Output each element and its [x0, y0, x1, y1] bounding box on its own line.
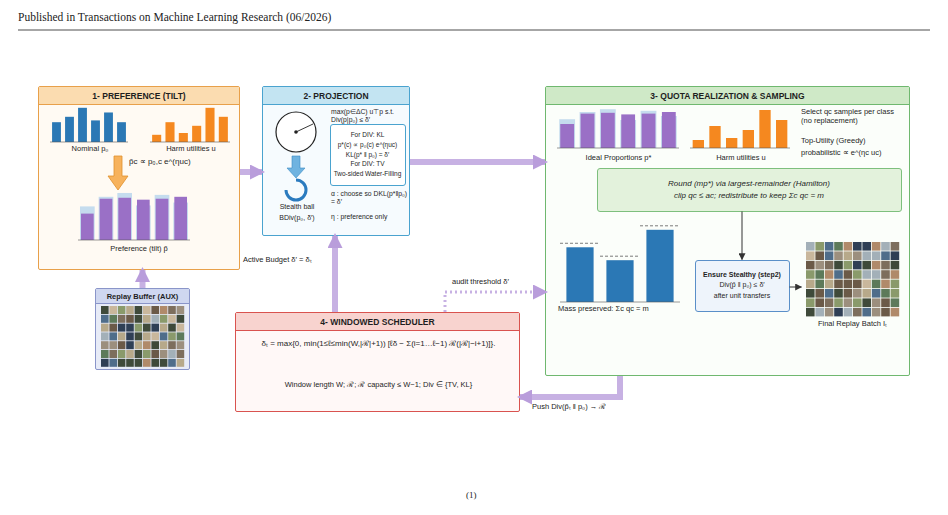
node-text: KL(p* ‖ p₀) = δ′	[346, 151, 389, 159]
stage-panel: Round (mp*) via largest-remainder (Hamil…	[545, 86, 910, 376]
node-text: Ideal Proportions p*	[556, 154, 681, 163]
connector-label: audit threshold δ′	[452, 278, 542, 287]
node-text: clip qc ≤ ac; redistribute to keep Σc qc…	[674, 191, 824, 200]
panel-heading: 2- PROJECTION	[263, 87, 409, 105]
node-text: Ensure Stealthy (step2)	[703, 271, 781, 279]
node-text: Top-Utility (Greedy)	[801, 137, 906, 146]
check-box: Ensure Stealthy (step2) Div(p̄ ‖ p₀) ≤ δ′…	[695, 260, 790, 312]
flow-connector	[240, 169, 262, 175]
flow-connector	[445, 292, 545, 312]
node-text: Stealth ball	[263, 203, 331, 211]
flow-connector	[332, 236, 338, 312]
node-text: after unit transfers	[714, 292, 770, 300]
stage-panel: 1- PREFERENCE (TILT) Nominal p₀ Harm utili…	[38, 86, 240, 270]
buffer-box: Replay Buffer (AUX)	[95, 288, 190, 370]
node-text: Round (mp*) via largest-remainder (Hamil…	[668, 179, 830, 188]
node-text: p*(c) ∝ p₀(c) e^(ηuc)	[338, 141, 398, 149]
node-text: probabilistic ∝ e^(ηc uc)	[801, 149, 906, 158]
node-text: p*	[299, 117, 319, 126]
flow-connector	[410, 159, 545, 165]
node-text: Window length W; ℛ; ℛ capacity ≤ W−1; Di…	[244, 381, 513, 390]
node-text: Preference (tilt) p̃	[69, 245, 209, 254]
node-text: Final Replay Batch Iₜ	[818, 320, 887, 329]
running-header: Published in Transactions on Machine Lea…	[18, 11, 331, 23]
node-text: Select qc samples per class (no replacem…	[801, 108, 906, 126]
node-text: Harm utilities u	[691, 154, 791, 163]
stage-panel: For DIV: KL p*(c) ∝ p₀(c) e^(ηuc) KL(p* ‖ …	[262, 86, 410, 236]
node-text: Div(p̄ ‖ p₀) ≤ δ′	[719, 281, 764, 289]
node-text: Nominal p₀	[47, 145, 133, 154]
node-text: BDiv(p₀, δ′)	[263, 214, 331, 222]
node-text: For DIV: TV	[351, 160, 385, 168]
node-text: p̃c ∝ p₀,c e^(ηuc)	[129, 157, 239, 166]
node-text: η : preference only	[331, 213, 409, 221]
node-text: For DIV: KL	[351, 131, 385, 139]
node-text: Mass preserved: Σc qc = m	[558, 305, 698, 314]
equation-number: (1)	[466, 490, 477, 500]
header-rule	[18, 30, 930, 31]
rounding-box: Round (mp*) via largest-remainder (Hamil…	[597, 168, 902, 212]
connector-label: Active Budget δ′ = δₜ	[243, 256, 331, 265]
flow-connector	[520, 376, 620, 397]
connector-label: Push Div(p̃ₜ ‖ p₀) → ℛ	[532, 403, 652, 412]
node-text: Harm utilities u	[147, 145, 235, 154]
panel-heading: 1- PREFERENCE (TILT)	[39, 87, 239, 105]
flow-connector	[140, 270, 146, 288]
stage-panel: 4- WINDOWED SCHEDULER δₜ = max{0, min(1≤ℓ…	[235, 312, 520, 412]
panel-heading: 4- WINDOWED SCHEDULER	[236, 313, 519, 331]
panel-heading: 3- QUOTA REALIZATION & SAMPLING	[546, 87, 909, 105]
node-text: max(p∈ΔC) u⊤p s.t. Div(p|p₀) ≤ δ′	[331, 108, 409, 124]
node-text: δₜ = max{0, min(1≤ℓ≤min(W,|ℛ|+1)) [ℓδ − …	[244, 339, 513, 348]
image-box: Final Replay Batch Iₜ	[802, 238, 904, 332]
method-box: For DIV: KL p*(c) ∝ p₀(c) e^(ηuc) KL(p* ‖ …	[330, 124, 406, 186]
node-text: α : choose so DKL(p*‖p₀) = δ′	[331, 190, 409, 206]
node-text: Two-sided Water-Filling	[334, 170, 402, 178]
panel-heading: Replay Buffer (AUX)	[96, 289, 189, 304]
